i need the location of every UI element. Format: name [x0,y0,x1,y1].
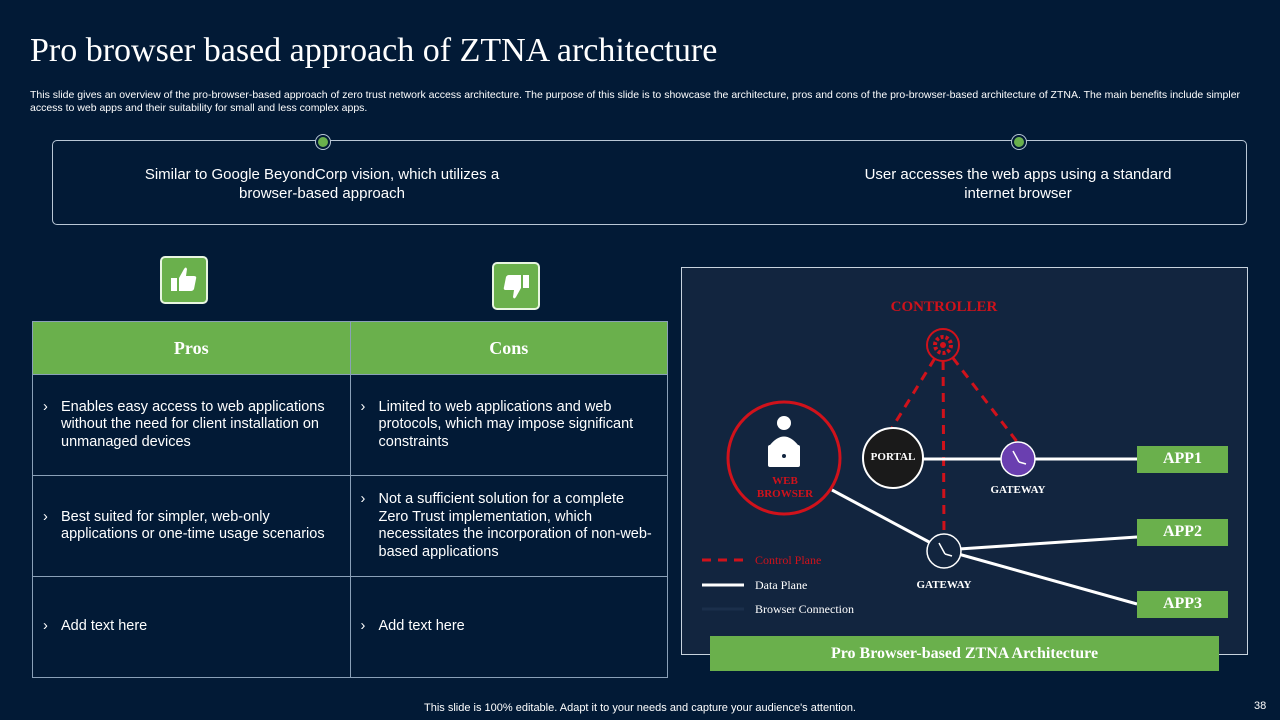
controller-label: CONTROLLER [890,299,998,315]
thumbs-up-icon [160,256,208,304]
gateway-bottom-label: GATEWAY [916,579,972,591]
cons-item: Limited to web applications and web prot… [378,398,634,450]
feature-text: Similar to Google BeyondCorp vision, whi… [144,166,500,202]
chevron-right-icon: › [360,618,366,635]
timeline-dot [1012,135,1026,149]
chevron-right-icon: › [43,618,48,635]
gateway-top-label: GATEWAY [990,484,1046,496]
pros-item: Enables easy access to web applications … [61,398,325,450]
cons-header: Cons [349,321,668,375]
feature-text: User accesses the web apps using a stand… [864,166,1172,202]
pros-item: Add text here [61,618,148,635]
web-browser-node [726,400,842,516]
feature-box [52,140,1247,225]
controller-gear-icon [926,328,960,362]
app1-box [1137,446,1228,473]
timeline-dot [316,135,330,149]
portal-node [862,427,924,489]
web-browser-label: WEB BROWSER [756,475,814,500]
data-plane-line [943,548,1138,606]
app2-box [1137,519,1228,546]
data-plane-line [831,488,945,552]
diagram-caption: Pro Browser-based ZTNA Architecture [710,636,1219,671]
footer-text: This slide is 100% editable. Adapt it to… [424,702,856,714]
slide-title: Pro browser based approach of ZTNA archi… [30,32,718,69]
control-plane-line [941,344,1020,444]
app3-label: APP3 [1162,595,1203,612]
legend-data-plane: Data Plane [755,578,808,592]
architecture-diagram: CONTROLLER WEB BROWSER PORTAL GATEWAY GA… [681,267,1248,655]
control-plane-line [941,344,946,539]
pros-cons-table: Pros Cons › Enables easy access to web ap… [32,321,668,678]
user-icon [777,416,791,430]
chevron-right-icon: › [43,398,48,415]
slide-subtitle: This slide gives an overview of the pro-… [30,89,1241,114]
cons-item: Add text here [378,618,465,635]
app3-box [1137,591,1228,618]
chevron-right-icon: › [360,491,366,507]
pros-header: Pros [32,321,351,375]
app2-label: APP2 [1162,523,1203,540]
portal-label: PORTAL [870,451,916,463]
table-row: › Enables easy access to web applications… [32,374,668,476]
chevron-right-icon: › [43,508,48,525]
table-row: › Best suited for simpler, web-only appli… [32,475,668,577]
legend-browser-connection: Browser Connection [755,602,854,616]
gateway-top-node [1000,441,1036,477]
chevron-right-icon: › [360,398,366,415]
data-plane-line [943,535,1138,552]
pros-item: Best suited for simpler, web-only applic… [61,508,325,543]
app1-label: APP1 [1162,450,1203,467]
cons-item: Not a sufficient solution for a complete… [378,491,652,560]
legend-control-plane: Control Plane [755,553,822,567]
page-number: 38 [1254,700,1267,712]
gateway-bottom-node [926,533,962,569]
thumbs-down-icon [492,262,540,310]
table-row: › Add text here › Add text here [32,576,668,678]
